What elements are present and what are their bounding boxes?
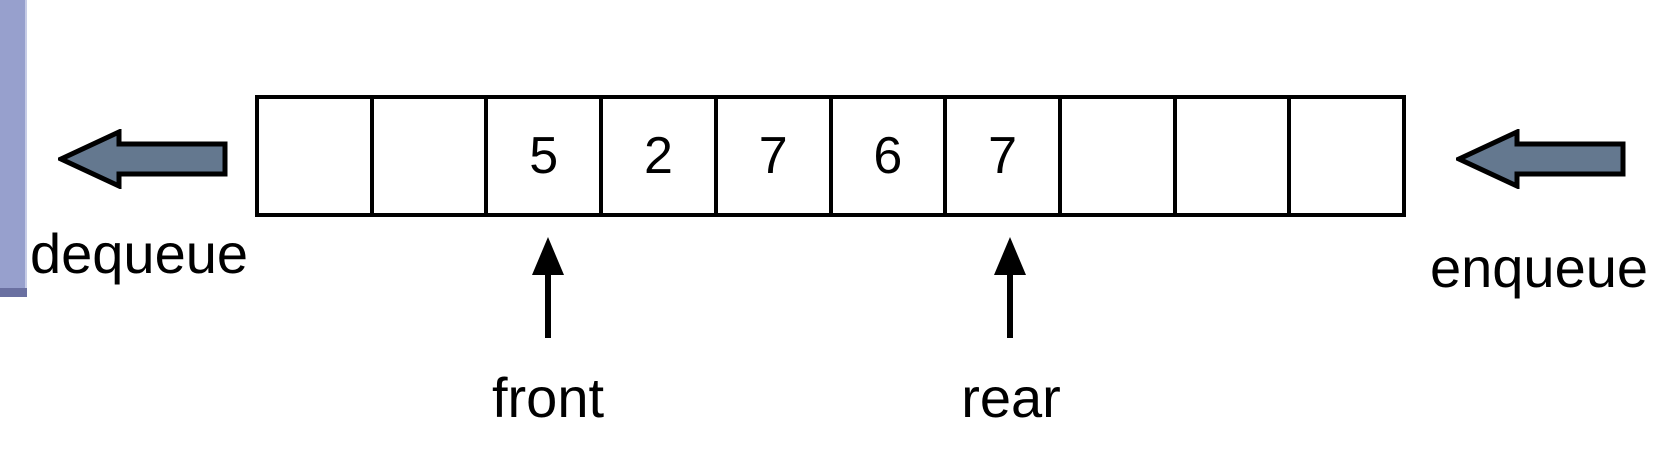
rear-pointer-head [994, 237, 1026, 275]
queue-cell-5: 6 [828, 99, 944, 213]
dequeue-label: dequeue [30, 222, 249, 285]
rear-label: rear [961, 366, 1061, 429]
dequeue-arrow-icon [58, 129, 228, 189]
queue-cell-7 [1057, 99, 1173, 213]
rear-pointer-up-arrow-icon [994, 237, 1026, 338]
queue-cell-0 [259, 99, 370, 213]
front-pointer-up-arrow-icon [532, 237, 564, 338]
queue-cell-8 [1172, 99, 1288, 213]
rear-pointer-shaft [1007, 268, 1013, 338]
slide-decoration-bar [0, 0, 27, 288]
queue-cell-4: 7 [713, 99, 829, 213]
front-pointer-head [532, 237, 564, 275]
enqueue-arrow-shape [1456, 129, 1626, 189]
queue-cell-2: 5 [484, 99, 599, 213]
enqueue-label: enqueue [1429, 236, 1648, 299]
queue-cell-6: 7 [943, 99, 1058, 213]
queue-cell-1 [369, 99, 485, 213]
queue-cell-3: 2 [599, 99, 714, 213]
enqueue-arrow-icon [1456, 129, 1626, 189]
queue-cell-9 [1287, 99, 1402, 213]
front-pointer-shaft [545, 268, 551, 338]
dequeue-arrow-shape [58, 129, 228, 189]
queue-array: 5 2 7 6 7 [255, 95, 1406, 217]
front-label: front [491, 366, 605, 429]
slide-decoration-bar-cap [0, 288, 27, 297]
